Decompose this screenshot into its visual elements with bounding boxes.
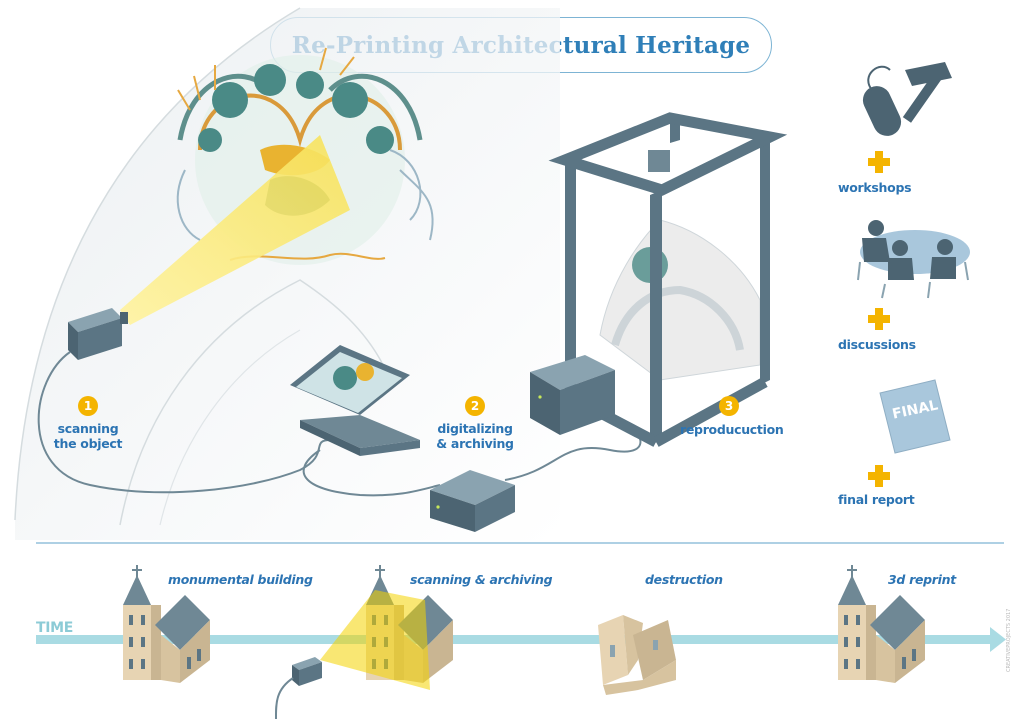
step-3-label: reproducuction [680, 422, 784, 437]
church-reprinted-icon [838, 565, 925, 683]
laptop-icon [290, 345, 420, 456]
mouse-hammer-icon [862, 62, 952, 136]
step-1-label: scanning the object [48, 421, 128, 451]
archive-server-icon [430, 470, 515, 532]
meeting-table-icon [857, 220, 970, 299]
step-1-number: 1 [78, 396, 98, 416]
step-1-label-line2: the object [53, 436, 123, 451]
sidebar-item-final-report: final report [838, 492, 915, 507]
credit-text: CREATIVEPROJECTS 2017 [1006, 608, 1012, 672]
plus-icon [868, 465, 890, 487]
church-intact-icon [123, 565, 210, 683]
stage-label-scanning-archiving: scanning & archiving [410, 572, 553, 587]
vault-background [14, 7, 560, 540]
3d-printer-icon [530, 112, 788, 447]
stage-label-destruction: destruction [645, 572, 723, 587]
plus-icon [868, 308, 890, 330]
timeline-arrow [36, 627, 1006, 652]
step-2-label-line2: & archiving [436, 436, 514, 451]
church-ruins-icon [598, 615, 676, 695]
sidebar-item-discussions: discussions [838, 337, 916, 352]
timeline-axis-label: TIME [36, 620, 74, 636]
report-document-icon [879, 379, 951, 454]
step-1-label-line1: scanning [57, 421, 119, 436]
scanner-device-icon [68, 308, 128, 360]
scan-beam-small [320, 590, 430, 690]
step-2-label: digitalizing & archiving [430, 421, 520, 451]
sidebar-item-workshops: workshops [838, 180, 912, 195]
scanner-small-icon [274, 657, 322, 719]
step-2-number: 2 [465, 396, 485, 416]
step-2-label-line1: digitalizing [437, 421, 513, 436]
stage-label-monumental-building: monumental building [168, 572, 313, 587]
step-3-number: 3 [719, 396, 739, 416]
stage-label-3d-reprint: 3d reprint [888, 572, 956, 587]
plus-icon [868, 151, 890, 173]
scan-beam [120, 135, 350, 325]
